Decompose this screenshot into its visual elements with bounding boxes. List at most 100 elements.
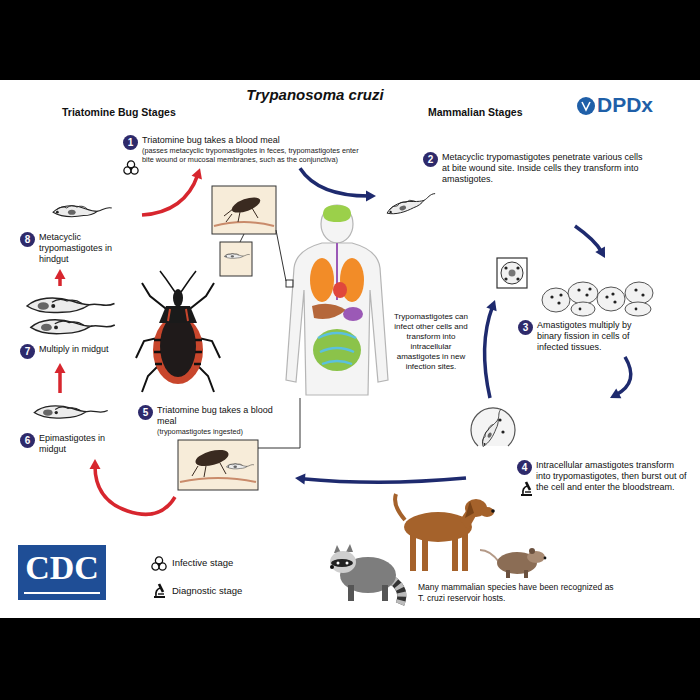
logo-text: CDC <box>18 549 106 586</box>
cycle-arrow <box>485 300 497 398</box>
tissue-illustration <box>542 282 653 316</box>
step-text: Triatomine bug takes a blood meal(trypom… <box>157 405 293 436</box>
arrow-line <box>616 357 631 395</box>
callout-number: 3 <box>518 320 533 335</box>
cycle-arrow <box>55 269 66 286</box>
legend-biohazard-icon <box>152 557 166 570</box>
stage-step: 5 Triatomine bug takes a blood meal(trypo… <box>135 403 295 497</box>
legend-text: Infective stage <box>172 557 233 568</box>
arrow-head <box>486 300 496 311</box>
arrow-line <box>142 175 198 215</box>
step-row: 3 Amastigotes multiply by binary fission … <box>518 320 658 353</box>
step-description: Triatomine bug takes a blood meal <box>157 405 293 427</box>
section-heading: Mammalian Stages <box>428 106 558 118</box>
step-row: 6 Epimastigotes in midgut <box>20 433 113 455</box>
callout-number: 6 <box>20 433 35 448</box>
reservoir-note: Many mammalian species have been recogni… <box>418 582 618 603</box>
human-figure <box>286 205 388 395</box>
biohazard-icon <box>124 161 138 174</box>
step-row: 8 Metacyclic trypomastigotes in hindgut <box>20 232 140 265</box>
arrow-line <box>95 466 175 514</box>
step-row: 2 Metacyclic trypomastigotes penetrate va… <box>423 152 652 185</box>
arrow-head <box>55 269 66 279</box>
step-note: (passes metacyclic trypomastigotes in fe… <box>142 146 372 164</box>
bite-inset <box>212 186 286 281</box>
step-description: Amastigotes multiply by binary fission i… <box>537 320 658 353</box>
infected-cell-inset <box>497 258 527 288</box>
label-box: Mammalian Stages <box>428 106 558 118</box>
label-box: Trypomastigotes can infect other cells a… <box>392 312 470 372</box>
cycle-arrow <box>55 363 66 393</box>
callout-number: 7 <box>20 344 35 359</box>
arrow-head <box>192 168 202 179</box>
arrow-head <box>595 247 605 258</box>
step-text: Triatomine bug takes a blood meal(passes… <box>142 135 372 164</box>
step-description: Intracellular amastigotes transform into… <box>536 460 690 493</box>
step-text: Metacyclic trypomastigotes penetrate var… <box>442 152 652 185</box>
legend-item: Diagnostic stage <box>172 585 242 596</box>
arrow-head <box>90 459 101 469</box>
step-description: Metacyclic trypomastigotes in hindgut <box>39 232 140 265</box>
callout-number: 5 <box>138 405 153 420</box>
cycle-arrow <box>300 168 376 201</box>
microscope-icon <box>521 482 532 495</box>
arrow-head <box>366 191 376 202</box>
bursting-cell <box>471 408 515 448</box>
opossum-figure <box>480 548 546 578</box>
dog-figure <box>395 494 495 571</box>
label-box: Many mammalian species have been recogni… <box>418 582 618 603</box>
step-text: Metacyclic trypomastigotes in hindgut <box>39 232 140 265</box>
cdc-logo <box>18 545 106 600</box>
cycle-note: Trypomastigotes can infect other cells a… <box>392 312 470 372</box>
section-heading: Triatomine Bug Stages <box>62 106 212 118</box>
stage-step: 4 Intracellular amastigotes transform int… <box>466 398 692 497</box>
step-row: 7 Multiply in midgut <box>20 344 125 359</box>
legend-microscope-icon <box>154 584 165 597</box>
stage-step: 6 Epimastigotes in midgut <box>17 393 115 459</box>
callout-number: 1 <box>123 135 138 150</box>
arrow-head <box>610 388 621 398</box>
epimastigote <box>34 406 108 418</box>
title-box: Trypanosoma cruzi <box>200 86 430 103</box>
step-text: Multiply in midgut <box>39 344 125 355</box>
stage-step: 2 Metacyclic trypomastigotes penetrate va… <box>376 150 654 226</box>
step-row: 5 Triatomine bug takes a blood meal(trypo… <box>138 405 293 436</box>
arrow-line <box>302 478 466 482</box>
label-box: DPDx <box>597 93 687 117</box>
stage-step: 7 Multiply in midgut <box>17 286 127 363</box>
triatomine-bug <box>136 271 220 392</box>
step-row: 1 Triatomine bug takes a blood meal(passe… <box>123 135 372 164</box>
legend-item: Infective stage <box>172 557 233 568</box>
stage-step: 8 Metacyclic trypomastigotes in hindgut <box>17 192 142 269</box>
step-description: Metacyclic trypomastigotes penetrate var… <box>442 152 652 185</box>
legend-text: Diagnostic stage <box>172 585 242 596</box>
cycle-arrow <box>90 459 176 514</box>
trypomastigote <box>385 192 437 217</box>
cycle-arrow <box>610 357 631 398</box>
logo-text: DPDx <box>597 93 687 117</box>
arrow-line <box>300 168 369 196</box>
arrow-line <box>485 307 493 398</box>
step-note: (trypomastigotes ingested) <box>157 427 293 436</box>
callout-number: 8 <box>20 232 35 247</box>
dividing-epimastigotes <box>27 298 115 334</box>
step-description: Epimastigotes in midgut <box>39 433 113 455</box>
arrow-line <box>575 226 602 252</box>
label-box: Triatomine Bug Stages <box>62 106 212 118</box>
cycle-arrow <box>575 226 605 258</box>
callout-number: 2 <box>423 152 438 167</box>
step-text: Amastigotes multiply by binary fission i… <box>537 320 658 353</box>
arrow-head <box>55 363 66 373</box>
arrow-head <box>295 473 305 484</box>
raccoon-figure <box>330 544 402 604</box>
stage-step: 3 Amastigotes multiply by binary fission … <box>495 258 660 357</box>
metacyclic-trypomastigote <box>53 206 112 217</box>
label-box: CDC <box>18 549 106 586</box>
step-text: Intracellular amastigotes transform into… <box>536 460 690 493</box>
cycle-arrow <box>295 473 466 484</box>
callout-number: 4 <box>517 460 532 475</box>
step-text: Epimastigotes in midgut <box>39 433 113 455</box>
step-row: 4 Intracellular amastigotes transform int… <box>517 460 690 493</box>
step-description: Multiply in midgut <box>39 344 125 355</box>
